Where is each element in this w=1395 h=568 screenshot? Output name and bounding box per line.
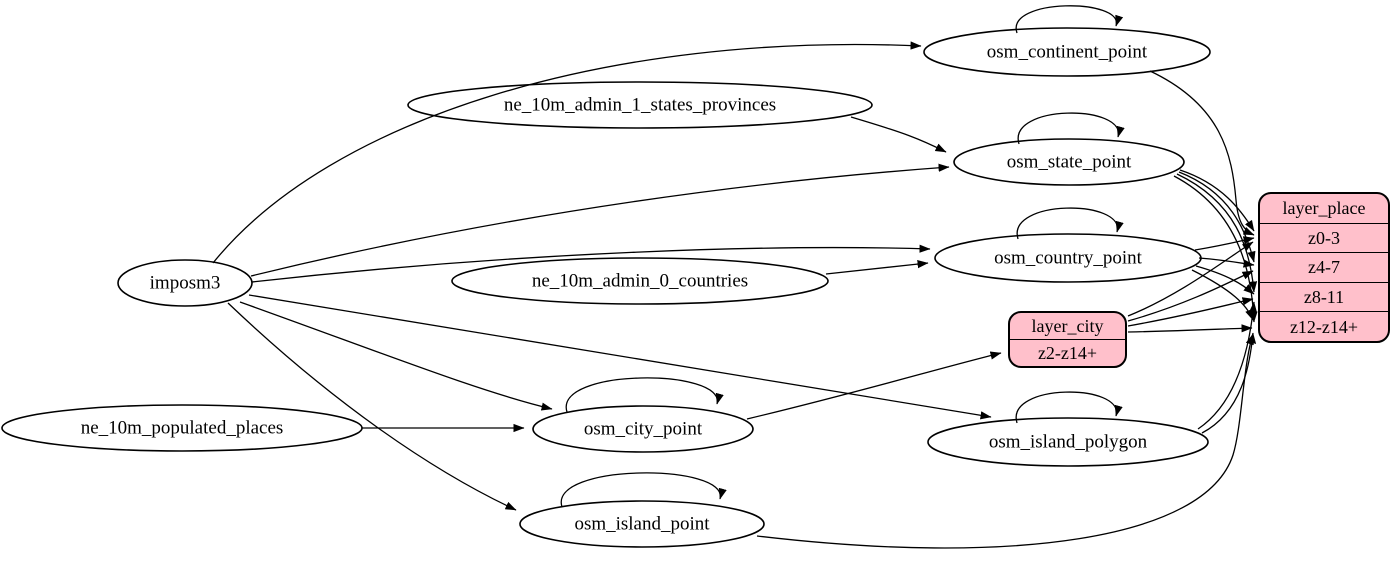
node-osm_island_point: osm_island_point: [574, 513, 710, 535]
self-loop-osm_continent_point: [1015, 5, 1124, 34]
layer_place-title: layer_place: [1282, 198, 1366, 219]
edge-imposm3-to-osm_continent_point: [212, 41, 922, 264]
self-loop-osm_state_point: [1017, 112, 1125, 145]
imposm3-ellipse: [117, 259, 253, 307]
edge-osm_country_point-to-layer_place-z0-3: [1194, 236, 1255, 251]
edge-osm_island_polygon-to-layer_place-z12-z14: [1201, 332, 1257, 434]
layer_place-row-z4-7: z4-7: [1260, 252, 1388, 282]
edge-imposm3-to-osm_state_point: [250, 163, 950, 277]
node-ne_10m_populated_places: ne_10m_populated_places: [80, 417, 284, 439]
node-ne_10m_admin_1_states_provinces: ne_10m_admin_1_states_provinces: [503, 94, 777, 116]
edge-layer_city-to-layer_place-z8-11: [1127, 297, 1254, 327]
osm_island_polygon-ellipse: [927, 417, 1209, 467]
osm_state_point-ellipse: [953, 138, 1185, 186]
edge-layer_city-to-layer_place-z12-z14: [1127, 324, 1253, 333]
node-osm_state_point: osm_state_point: [1006, 151, 1132, 173]
node-ne_10m_admin_0_countries: ne_10m_admin_0_countries: [531, 270, 749, 292]
edge-osm_city_point-to-layer_city-z2-z14: [746, 351, 1002, 420]
layer_city-row-z2-z14: z2-z14+: [1010, 339, 1125, 366]
node-layer_city: layer_city z2-z14+: [1008, 311, 1127, 368]
edge-imposm3-to-osm_island_polygon: [248, 294, 992, 420]
edge-osm_island_polygon-to-layer_place-z8-11: [1197, 301, 1258, 430]
edge-osm_continent_point-to-layer_place-z0-3: [1149, 70, 1255, 236]
edge-osm_state_point-to-layer_place-z0-3: [1179, 169, 1255, 232]
layer_city-title: layer_city: [1031, 316, 1104, 336]
edge-ne_10m_admin_0_countries-to-osm_country_point: [825, 260, 929, 275]
layer_place-row-z8-11: z8-11: [1260, 281, 1388, 312]
node-layer_place: layer_place z0-3 z4-7 z8-11 z12-z14+: [1258, 192, 1390, 343]
edge-imposm3-to-osm_country_point: [251, 244, 931, 283]
edge-imposm3-to-osm_island_point: [227, 302, 517, 511]
layer_place-row-z12-z14: z12-z14+: [1260, 311, 1388, 341]
node-imposm3: imposm3: [149, 272, 221, 294]
ne_10m_admin_1_states_provinces-ellipse: [407, 81, 873, 129]
ne_10m_admin_0_countries-ellipse: [451, 257, 829, 305]
edge-layer_city-to-layer_place-z4-7: [1127, 270, 1254, 322]
self-loop-osm_city_point: [565, 377, 724, 413]
edge-osm_country_point-to-layer_place-z4-7: [1198, 257, 1255, 268]
osm_continent_point-ellipse: [923, 27, 1211, 77]
layer_place-row-z0-3: z0-3: [1260, 222, 1388, 253]
self-loop-osm_island_polygon: [1015, 391, 1123, 424]
self-loop-osm_country_point: [1016, 207, 1124, 240]
edge-osm_country_point-to-layer_place-z8-11: [1195, 265, 1255, 295]
node-osm_continent_point: osm_continent_point: [986, 41, 1148, 63]
node-osm_country_point: osm_country_point: [994, 247, 1142, 269]
edge-imposm3-to-osm_city_point: [239, 301, 553, 411]
self-loop-osm_island_point: [560, 472, 727, 508]
edge-osm_state_point-to-layer_place-z8-11: [1176, 173, 1258, 293]
edge-layer_city-to-layer_place-z0-3: [1127, 241, 1254, 317]
edge-osm_island_point-to-layer_place-z12-z14: [756, 333, 1254, 549]
osm_island_point-ellipse: [519, 500, 765, 548]
edge-ne_10m_admin_1_states_provinces-to-osm_state_point: [850, 116, 947, 153]
osm_city_point-ellipse: [532, 405, 754, 453]
edge-osm_state_point-to-layer_place-z4-7: [1178, 171, 1256, 263]
node-osm_city_point: osm_city_point: [583, 418, 703, 440]
node-osm_island_polygon: osm_island_polygon: [988, 431, 1148, 453]
